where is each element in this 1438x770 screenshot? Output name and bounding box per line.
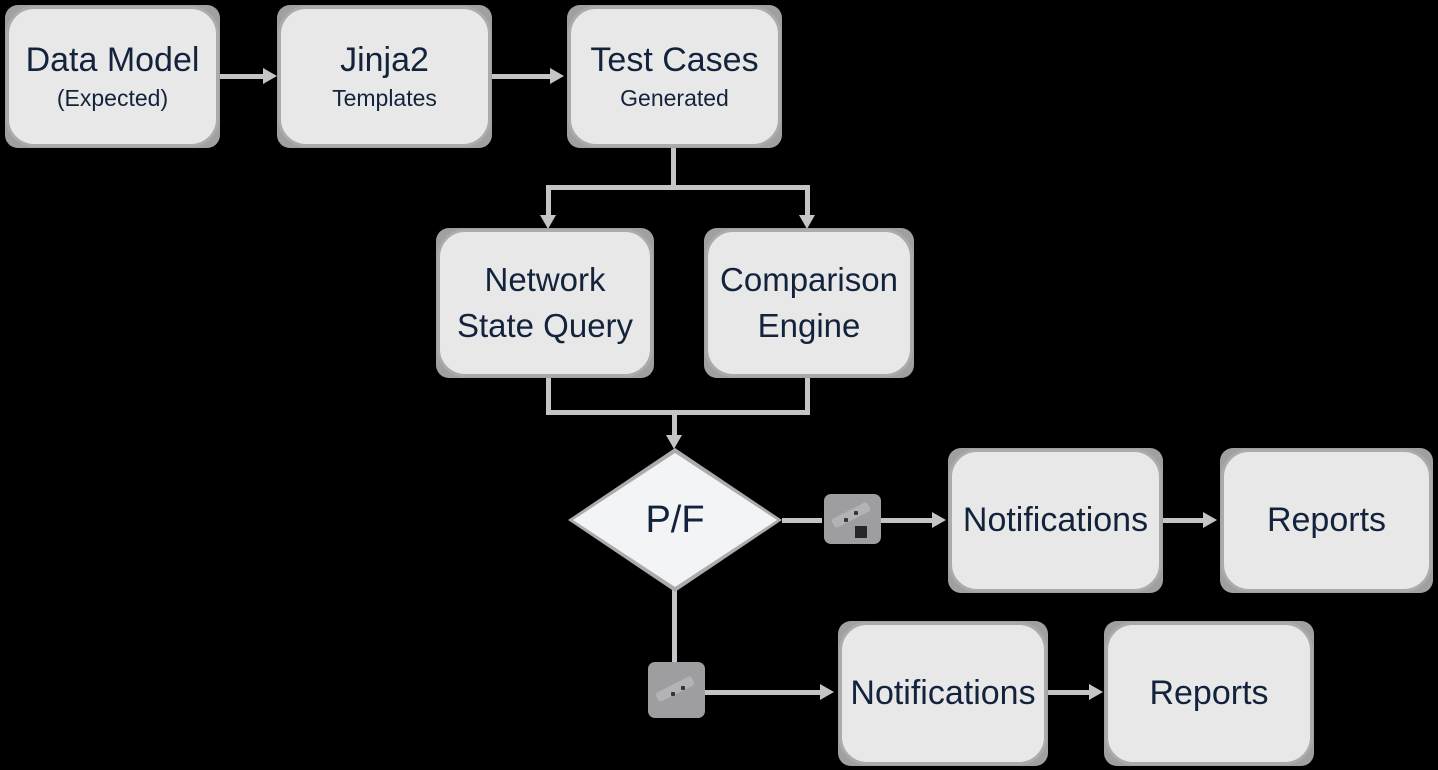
node-data-model: Data Model (Expected) [5, 5, 220, 148]
connector-line [782, 518, 822, 523]
node-title: Reports [1149, 674, 1269, 712]
node-title: Notifications [850, 674, 1036, 712]
connector-arrowhead [820, 684, 834, 700]
decision-label: P/F [645, 498, 705, 541]
node-notifications-right: Notifications [948, 448, 1163, 593]
node-comparison-engine: Comparison Engine [704, 228, 914, 378]
icon-sheen [830, 501, 872, 529]
connector-arrowhead [799, 215, 815, 229]
node-reports-right: Reports [1220, 448, 1433, 593]
connector-line [546, 378, 551, 414]
node-title: Jinja2 [340, 40, 429, 79]
node-subtitle: (Expected) [56, 85, 169, 112]
node-title: Data Model [25, 40, 200, 79]
connector-line [1163, 518, 1203, 523]
connector-line [672, 590, 677, 662]
connector-arrowhead [1089, 684, 1103, 700]
connector-line [546, 185, 810, 190]
node-title: Reports [1266, 501, 1387, 539]
connector-line [671, 148, 676, 189]
connector-arrowhead [550, 68, 564, 84]
decision-diamond: P/F [568, 448, 782, 592]
icon-sheen [654, 675, 696, 703]
icon-speck [671, 692, 675, 696]
node-test-cases: Test Cases Generated [567, 5, 782, 148]
node-title-line2: State Query [456, 307, 634, 344]
connector-line [1048, 690, 1089, 695]
node-reports-bottom: Reports [1104, 621, 1314, 766]
node-subtitle: Generated [620, 85, 729, 112]
connector-line [705, 690, 820, 695]
connector-arrowhead [540, 215, 556, 229]
icon-speck [854, 511, 858, 515]
node-title: Test Cases [590, 40, 759, 79]
icon-speck [681, 686, 685, 690]
connector-line [546, 410, 810, 415]
connector-line [492, 74, 550, 79]
node-subtitle: Templates [332, 85, 437, 112]
connector-arrowhead [263, 68, 277, 84]
node-network-state-query: Network State Query [436, 228, 654, 378]
node-jinja2-templates: Jinja2 Templates [277, 5, 492, 148]
node-title: Notifications [962, 501, 1149, 539]
node-title-line1: Comparison [720, 260, 898, 298]
emoji-placeholder-icon [648, 662, 705, 718]
node-notifications-bottom: Notifications [838, 621, 1048, 766]
connector-line [805, 185, 810, 217]
connector-arrowhead [932, 512, 946, 528]
node-title-line1: Network [484, 260, 606, 298]
connector-line [546, 185, 551, 217]
connector-arrowhead [666, 435, 682, 449]
connector-line [672, 410, 677, 437]
node-title-line2: Engine [757, 307, 861, 344]
connector-line [220, 74, 266, 79]
icon-square [855, 526, 867, 538]
icon-speck [844, 518, 848, 522]
connector-arrowhead [1203, 512, 1217, 528]
connector-line [805, 378, 810, 414]
connector-line [881, 518, 933, 523]
emoji-placeholder-icon [824, 494, 881, 544]
